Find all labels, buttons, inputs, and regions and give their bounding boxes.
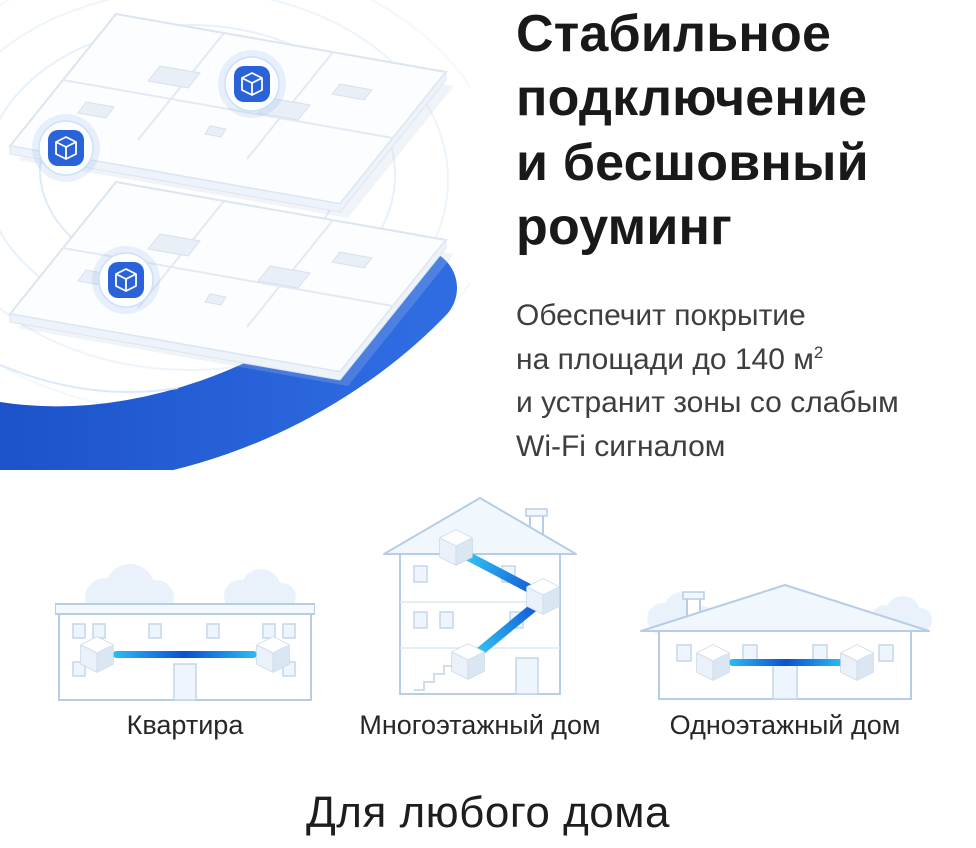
description-line: и устранит зоны со слабым xyxy=(516,386,899,419)
house-door xyxy=(772,662,798,700)
description-line: Обеспечит покрытие xyxy=(516,299,806,332)
roof xyxy=(383,497,577,555)
apartment-svg xyxy=(55,564,315,701)
mesh-link-beam xyxy=(729,659,843,666)
one-story-svg xyxy=(640,584,932,700)
apartment-illustration xyxy=(55,560,315,705)
mesh-link-beam xyxy=(113,651,257,658)
home-label-apartment: Квартира xyxy=(126,710,244,740)
floorplan-illustration xyxy=(0,0,470,470)
heading-line: и бесшовный xyxy=(516,133,869,192)
building-parapet xyxy=(55,603,315,615)
multi-story-house-illustration xyxy=(370,490,590,705)
home-label-one-story: Одноэтажный дом xyxy=(669,710,901,740)
home-label-multi-story: Многоэтажный дом xyxy=(359,710,601,740)
house-door xyxy=(515,657,539,695)
heading-line: роуминг xyxy=(516,198,732,257)
page-title: Стабильное подключение и бесшовный роуми… xyxy=(516,2,976,260)
upper-floor-plate xyxy=(9,13,447,213)
mesh-link-beam xyxy=(467,597,545,663)
building-door xyxy=(173,663,197,701)
one-story-house-illustration xyxy=(635,575,935,705)
multi-story-svg xyxy=(383,497,577,695)
hero-description: Обеспечит покрытие на площади до 140 м2 … xyxy=(516,294,976,468)
staircase xyxy=(414,665,454,691)
house-windows xyxy=(676,644,894,662)
heading-line: Стабильное xyxy=(516,5,832,63)
description-line: на площади до 140 м2 xyxy=(516,342,824,376)
superscript: 2 xyxy=(813,342,824,362)
footer-title: Для любого дома xyxy=(305,788,670,837)
heading-line: подключение xyxy=(516,69,868,128)
description-line: Wi-Fi сигналом xyxy=(516,429,726,463)
floorplan-svg xyxy=(0,0,470,470)
